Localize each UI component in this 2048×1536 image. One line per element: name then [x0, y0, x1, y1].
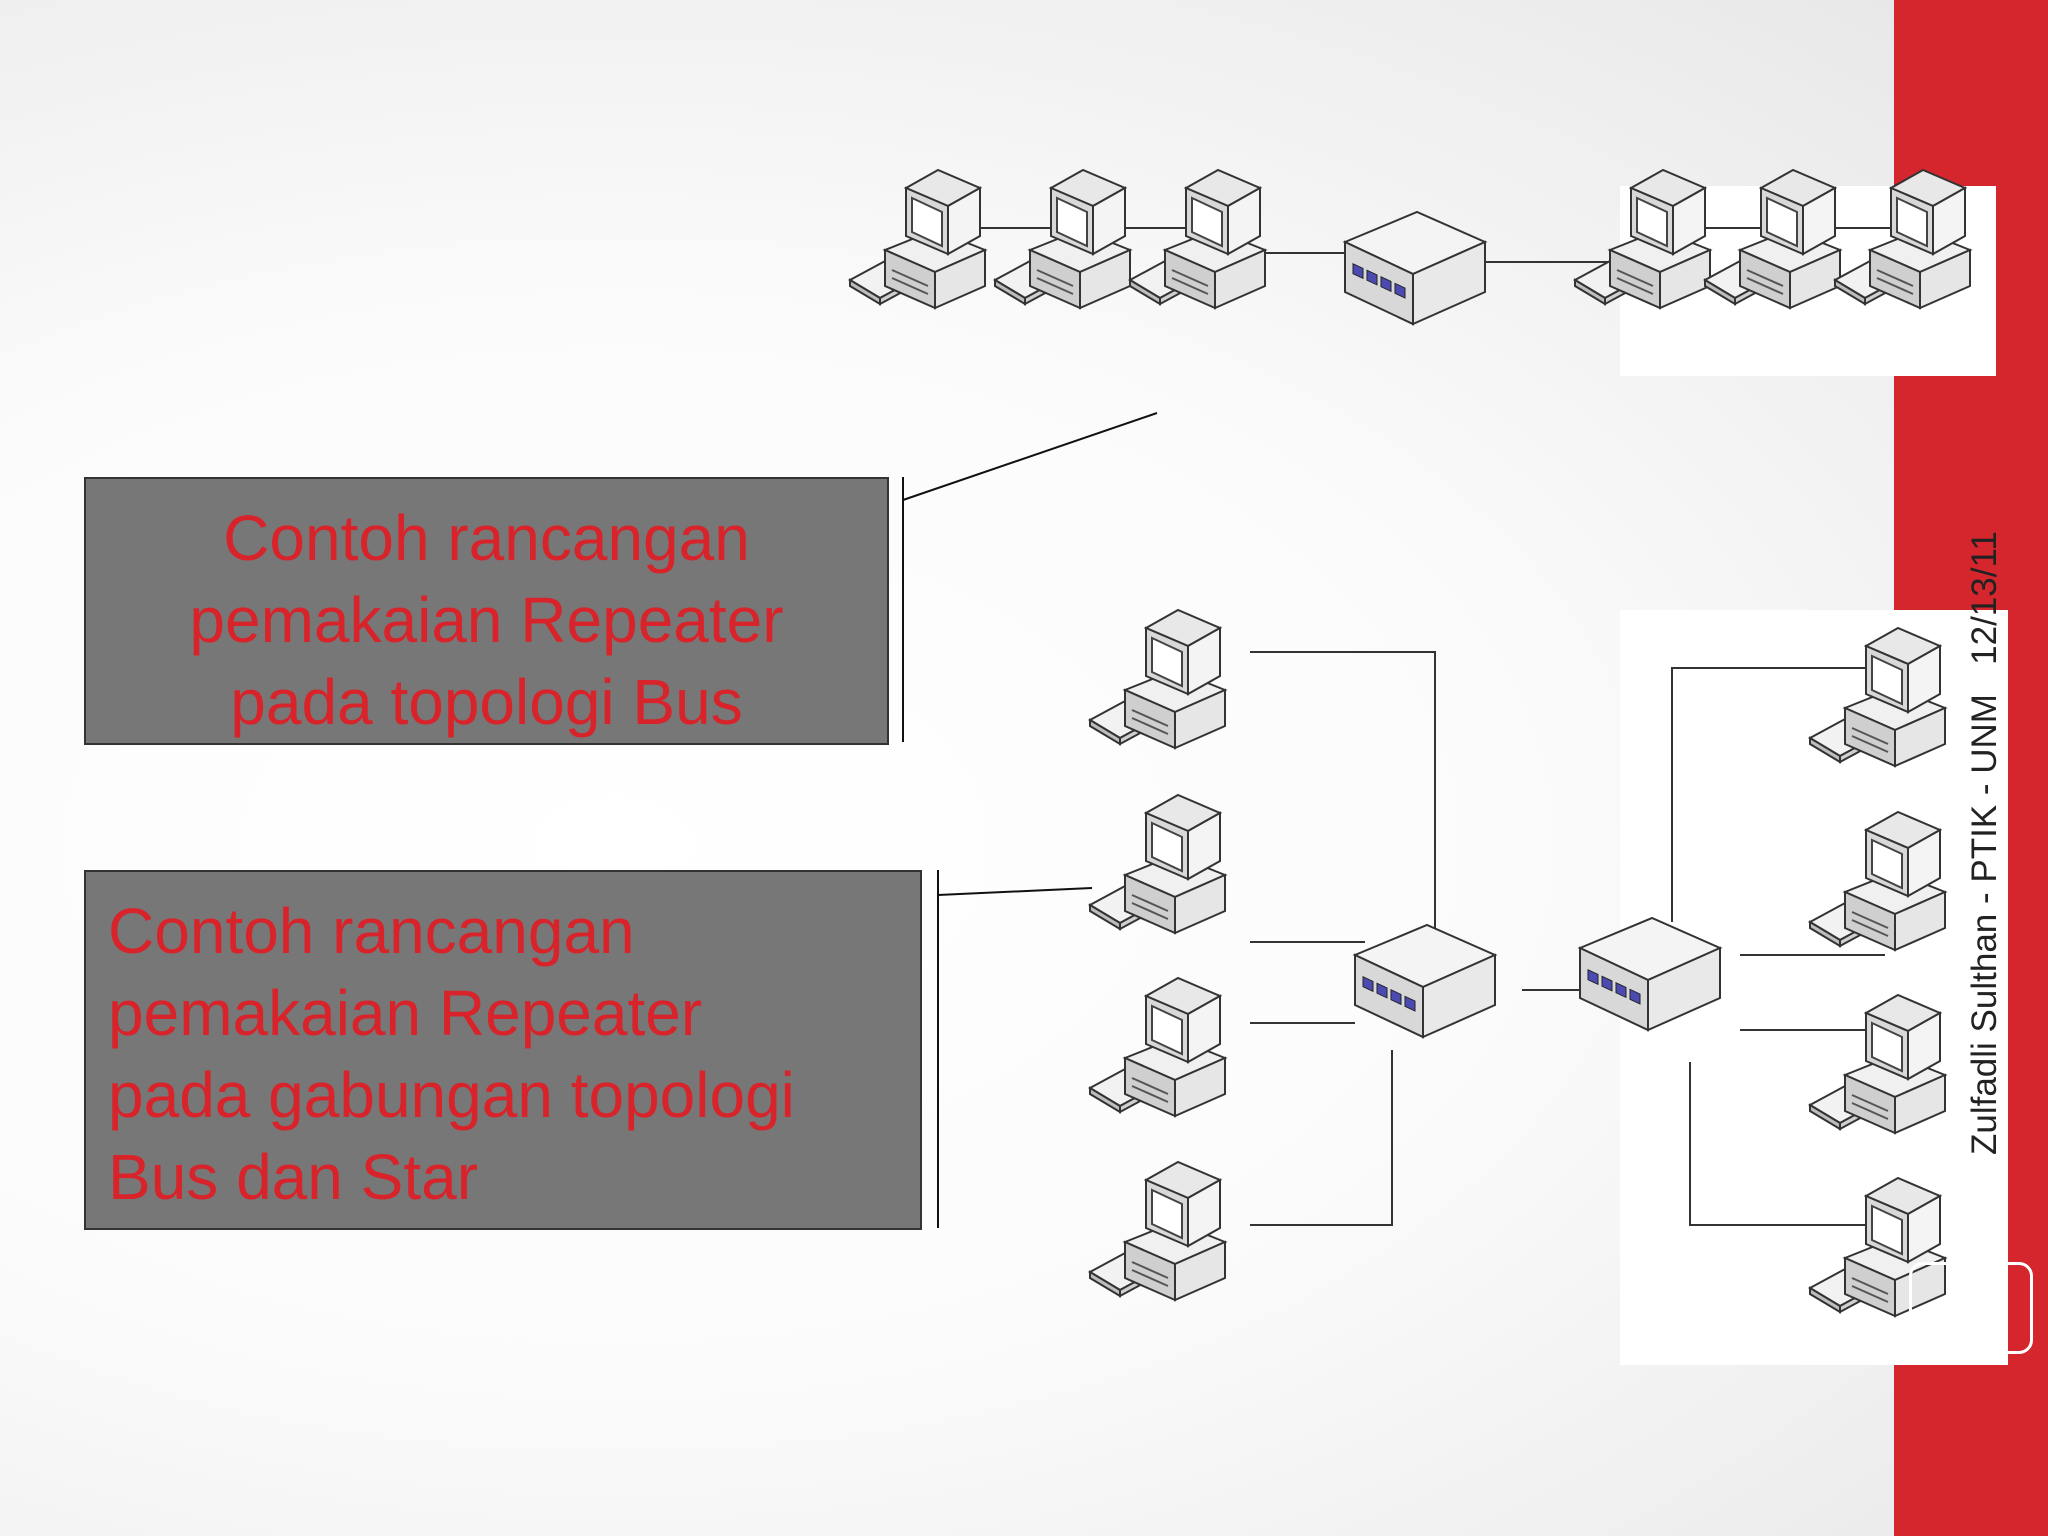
- caption-line: pada topologi Bus: [230, 666, 743, 738]
- caption-line: pada gabungan topologi: [108, 1059, 795, 1131]
- caption-line: pemakaian Repeater: [108, 977, 703, 1049]
- computer-icon: [1704, 169, 1841, 309]
- computer-icon: [1129, 169, 1266, 309]
- page-number-frame: [1909, 1262, 2033, 1354]
- computer-icon: [1809, 994, 1946, 1134]
- computer-icon: [1809, 627, 1946, 767]
- caption-line: pemakaian Repeater: [189, 584, 784, 656]
- computer-icon: [849, 169, 986, 309]
- repeater-icon: [1344, 211, 1486, 325]
- computer-icon: [1089, 794, 1226, 934]
- computer-icon: [1574, 169, 1711, 309]
- repeater-icon: [1354, 924, 1496, 1038]
- caption-line: Contoh rancangan: [223, 502, 750, 574]
- caption-mixed-topology: Contoh rancangan pemakaian Repeater pada…: [84, 870, 922, 1230]
- caption-leaders: [902, 412, 1158, 1228]
- computer-icon: [1809, 811, 1946, 951]
- caption-line: Contoh rancangan: [108, 895, 635, 967]
- computer-icon: [994, 169, 1131, 309]
- star-cables: [1250, 651, 1885, 1226]
- caption-line: Bus dan Star: [108, 1141, 478, 1213]
- computer-icon: [1089, 977, 1226, 1117]
- footer-author: Zulfadli Sulthan - PTIK - UNM: [1965, 694, 2004, 1155]
- repeater-icon: [1579, 917, 1721, 1031]
- footer-separator: [1965, 665, 2004, 694]
- star-computers-right: [1809, 627, 1946, 1317]
- caption-bus-topology: Contoh rancangan pemakaian Repeater pada…: [84, 477, 889, 745]
- footer-author-date: Zulfadli Sulthan - PTIK - UNM 12/13/11: [1965, 531, 2005, 1155]
- computer-icon: [1834, 169, 1971, 309]
- star-computers-left: [1089, 609, 1226, 1301]
- computer-icon: [1089, 609, 1226, 749]
- page-number: 3: [1955, 1269, 1987, 1329]
- computer-icon: [1089, 1161, 1226, 1301]
- footer-date: 12/13/11: [1965, 531, 2004, 665]
